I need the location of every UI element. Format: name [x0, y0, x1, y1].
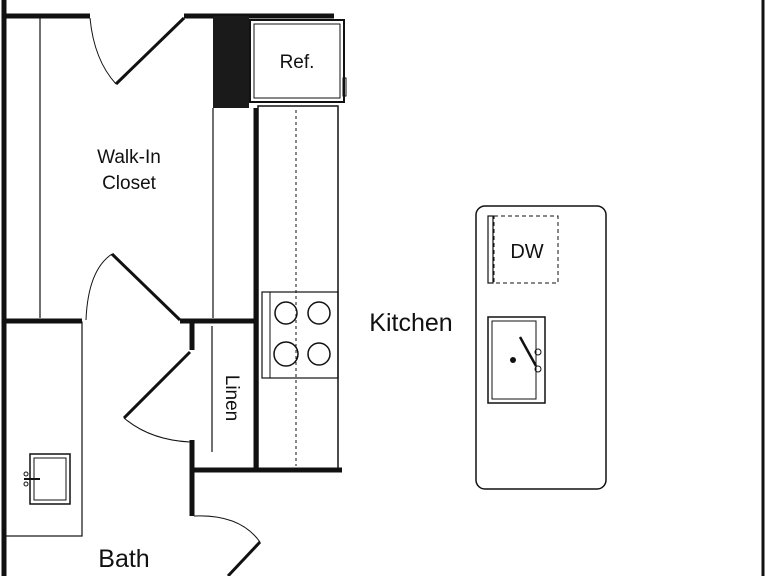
refrigerator-label: Ref.	[280, 52, 315, 73]
island-sink-outer	[487, 316, 546, 404]
island-faucet-handle-bottom	[534, 365, 542, 373]
closet-label-line1: Walk-In	[97, 147, 161, 168]
kitchen-label: Kitchen	[369, 309, 452, 337]
bath-entry-door-swing	[193, 515, 261, 543]
closet-bottom-door-swing	[85, 253, 113, 321]
bath-label: Bath	[98, 545, 149, 573]
bath-vanity-counter	[3, 321, 83, 537]
closet-bottom-door-leaf	[110, 252, 182, 322]
burner-bottom-left	[273, 341, 299, 367]
kitchen-counter	[257, 105, 339, 471]
bath-upper-door-swing	[123, 417, 191, 443]
island-sink-inner	[491, 320, 537, 400]
bath-faucet-handle-bottom	[23, 481, 29, 487]
dishwasher-door	[487, 215, 494, 284]
cooktop	[261, 291, 339, 379]
burner-top-right	[307, 301, 331, 325]
burner-top-left	[274, 301, 298, 325]
refrigerator-outer	[249, 19, 345, 103]
dishwasher	[493, 215, 559, 284]
closet-top-door-swing	[89, 17, 117, 85]
dishwasher-label: DW	[510, 241, 543, 263]
refrigerator-handle	[342, 77, 347, 97]
linen-label: Linen	[221, 375, 242, 422]
bath-faucet-handle-top	[23, 471, 29, 477]
burner-bottom-right	[307, 342, 331, 366]
refrigerator-inner	[253, 23, 341, 99]
bath-upper-door-leaf	[122, 350, 192, 420]
dark-pier	[213, 16, 249, 108]
closet-top-door-leaf	[114, 16, 186, 86]
closet-label-line2: Closet	[102, 173, 157, 194]
bath-entry-door-leaf	[226, 540, 262, 576]
island-faucet	[518, 336, 538, 367]
kitchen-island	[475, 205, 607, 490]
island-faucet-handle-top	[534, 348, 542, 356]
island-sink-drain	[510, 357, 516, 363]
